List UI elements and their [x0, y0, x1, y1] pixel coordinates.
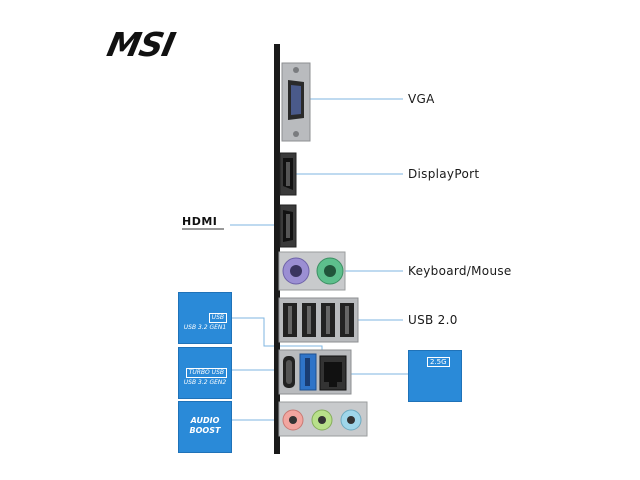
- vga-port: [281, 62, 311, 142]
- badge-audio-line1: AUDIO: [190, 416, 220, 425]
- io-shield-edge: [274, 44, 280, 454]
- label-displayport: DisplayPort: [408, 167, 480, 181]
- leader-lines: [230, 98, 408, 421]
- badge-usb-gen2-tag: TURBO USB: [185, 368, 227, 378]
- badge-audio-boost: AUDIO BOOST: [178, 401, 232, 453]
- hdmi-logo-underline: [182, 228, 224, 230]
- badge-lan: 2.5G: [408, 350, 462, 402]
- badge-lan-speed: 2.5G: [427, 357, 450, 367]
- badge-audio-line2: BOOST: [189, 426, 221, 435]
- leader-usb-gen1: [230, 317, 323, 356]
- ps2-ports: [278, 251, 346, 291]
- badge-usb-gen1: USB USB 3.2 GEN1: [178, 292, 232, 344]
- displayport-port: [279, 152, 297, 196]
- badge-usb-gen2-text: USB 3.2 GEN2: [183, 379, 227, 386]
- hdmi-logo: HDMI: [182, 215, 218, 228]
- badge-usb-gen2: TURBO USB USB 3.2 GEN2: [178, 347, 232, 399]
- label-usb2: USB 2.0: [408, 313, 458, 327]
- label-keyboard-mouse: Keyboard/Mouse: [408, 264, 512, 278]
- badge-usb-gen1-text: USB 3.2 GEN1: [183, 324, 227, 331]
- badge-usb-gen1-tag: USB: [208, 313, 227, 323]
- hdmi-port: [279, 204, 297, 248]
- audio-jacks: [278, 401, 368, 437]
- label-vga: VGA: [408, 92, 435, 106]
- usb3-lan-ports: [278, 349, 352, 395]
- usb2-ports: [278, 297, 359, 343]
